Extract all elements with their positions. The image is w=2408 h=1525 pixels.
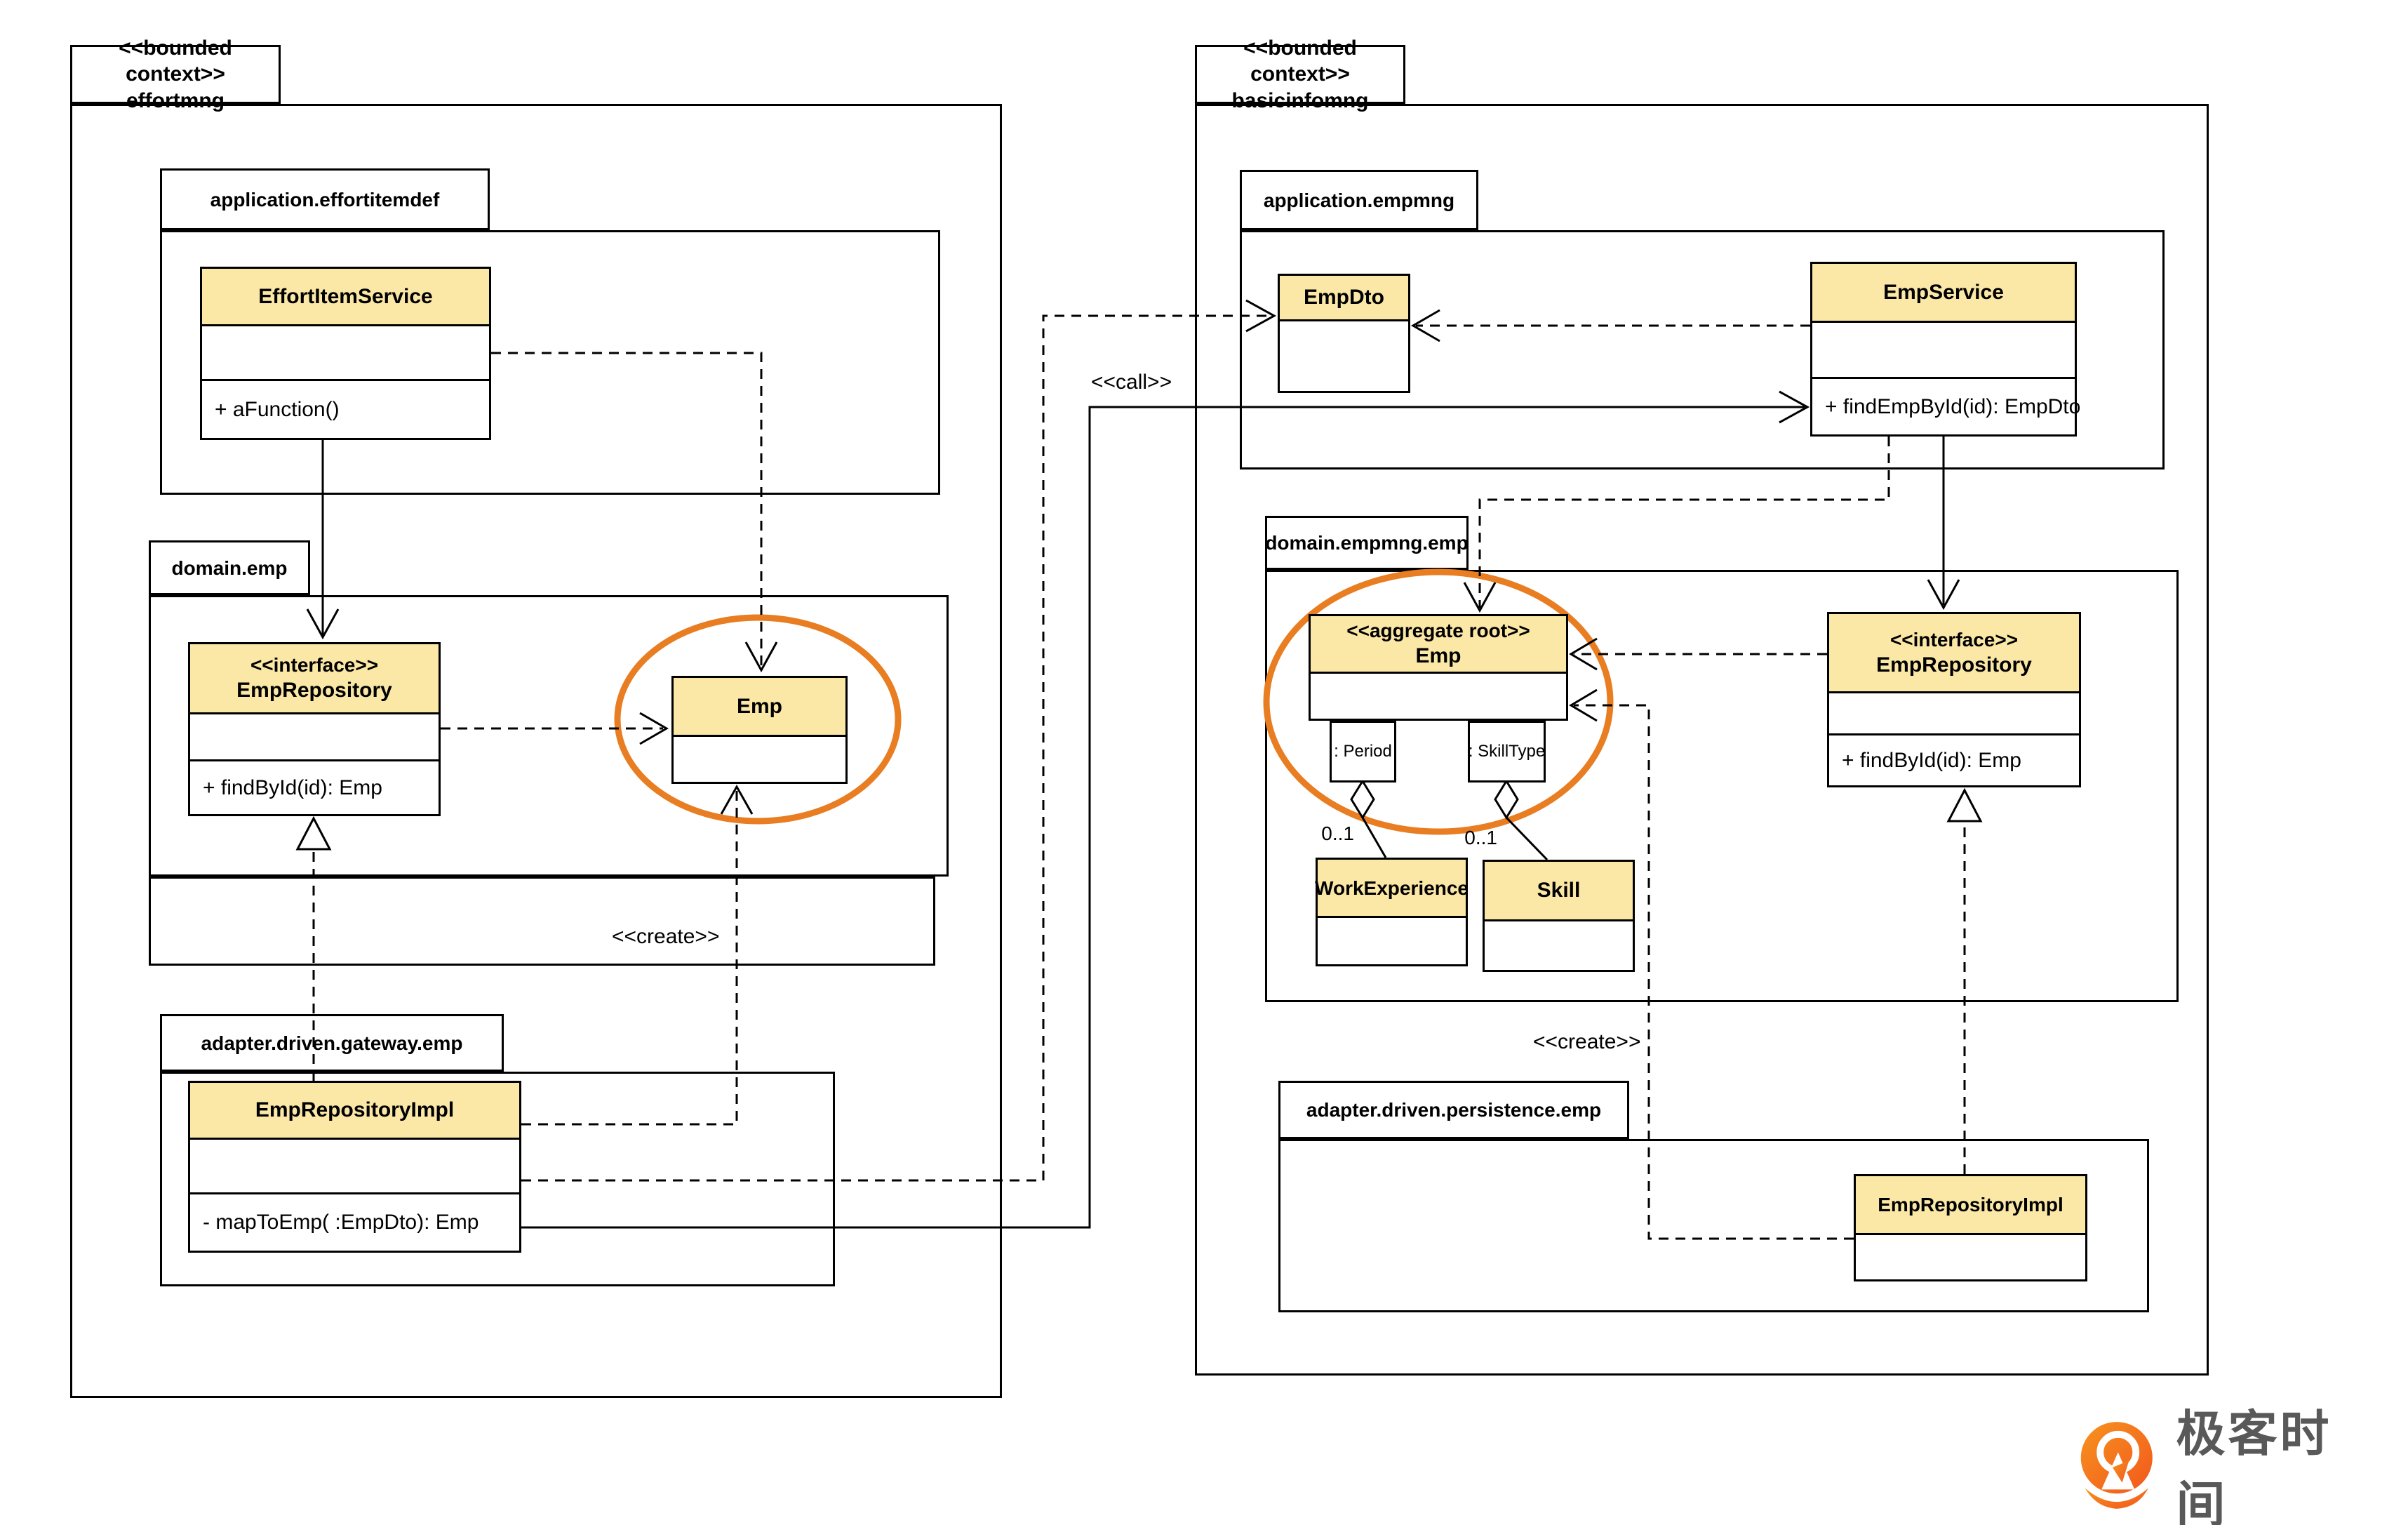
package-application-empmng-tab: application.empmng bbox=[1240, 170, 1478, 230]
class-name: EmpRepository bbox=[236, 679, 392, 702]
method: + findById(id): Emp bbox=[1829, 733, 2079, 785]
attributes-compartment bbox=[1856, 1235, 2085, 1279]
arrow-emprepositoryimpl-to-emp-create-right bbox=[1569, 688, 1854, 1240]
attributes-compartment bbox=[1311, 674, 1566, 719]
package-label: domain.empmng.emp bbox=[1265, 532, 1469, 554]
part-skilltype: : SkillType bbox=[1468, 721, 1546, 783]
class-name: EffortItemService bbox=[258, 284, 433, 308]
method: + findEmpById(id): EmpDto bbox=[1812, 377, 2080, 434]
geekbang-logo-icon bbox=[2080, 1422, 2153, 1509]
realization-emprepositoryimpl-to-emprepository-left bbox=[295, 815, 332, 1081]
class-emp-aggregate-root: <<aggregate root>> Emp bbox=[1309, 614, 1568, 721]
package-application-effortitemdef-tab: application.effortitemdef bbox=[160, 168, 490, 230]
class-effortitemservice: EffortItemService + aFunction() bbox=[200, 267, 491, 440]
bounded-context-effortmng-tab: <<bounded context>> effortmng bbox=[70, 36, 281, 112]
class-empdto: EmpDto bbox=[1278, 274, 1410, 393]
highlight-ellipse-emp-left bbox=[614, 614, 902, 825]
class-stereotype: <<aggregate root>> bbox=[1346, 620, 1530, 642]
attributes-compartment bbox=[1812, 323, 2075, 377]
arrow-empservice-to-emp-aggregate-dashed bbox=[1463, 437, 1890, 613]
attributes-compartment bbox=[674, 737, 845, 782]
package-application-empmng-body bbox=[1240, 230, 2165, 470]
arrow-empservice-to-emprepository-right bbox=[1927, 437, 1960, 611]
class-name: EmpRepositoryImpl bbox=[1878, 1194, 2063, 1216]
package-adapter-driven-gateway-emp-tab: adapter.driven.gateway.emp bbox=[160, 1014, 504, 1072]
class-name: Emp bbox=[736, 694, 782, 718]
arrow-emprepository-to-emp-dashed bbox=[441, 712, 669, 745]
class-emprepository-right: <<interface>> EmpRepository + findById(i… bbox=[1827, 612, 2081, 787]
attributes-compartment bbox=[1318, 918, 1466, 964]
bounded-context-stereotype: <<bounded context>> bbox=[1243, 36, 1357, 86]
arrow-emprepository-to-emp-aggregate-dashed bbox=[1569, 637, 1827, 671]
class-name: Skill bbox=[1537, 879, 1581, 903]
aggregation-skilltype-to-skill bbox=[1494, 779, 1549, 861]
package-adapter-driven-persistence-emp-tab: adapter.driven.persistence.emp bbox=[1278, 1081, 1629, 1139]
arrow-emprepositoryimpl-to-empdto-dashed bbox=[521, 299, 1277, 1182]
highlight-ellipse-emp-aggregate bbox=[1263, 568, 1614, 835]
method: - mapToEmp( :EmpDto): Emp bbox=[190, 1192, 519, 1251]
bounded-context-basicinfomng-body bbox=[1195, 104, 2209, 1376]
attributes-compartment bbox=[1280, 321, 1408, 391]
class-emp-left: Emp bbox=[671, 676, 848, 784]
arrow-effortitemservice-to-emprepository bbox=[306, 440, 340, 640]
multiplicity-workexperience: 0..1 bbox=[1321, 823, 1354, 844]
method: + findById(id): Emp bbox=[190, 759, 439, 814]
package-label: adapter.driven.gateway.emp bbox=[201, 1032, 463, 1054]
realization-emprepositoryimpl-to-emprepository-right bbox=[1946, 787, 1983, 1174]
class-emprepository-left: <<interface>> EmpRepository + findById(i… bbox=[188, 642, 441, 816]
attributes-compartment bbox=[190, 714, 439, 759]
bounded-context-basicinfomng-tab: <<bounded context>> basicinfomng bbox=[1195, 36, 1405, 112]
attributes-compartment bbox=[190, 1140, 519, 1192]
multiplicity-skill: 0..1 bbox=[1464, 827, 1497, 848]
package-domain-emp-tab: domain.emp bbox=[149, 540, 310, 595]
package-label: domain.emp bbox=[171, 557, 288, 579]
part-period: : Period bbox=[1330, 721, 1396, 783]
arrow-empservice-to-empdto-dashed bbox=[1411, 309, 1810, 342]
package-domain-emp-body bbox=[149, 595, 949, 877]
class-emprepositoryimpl-right: EmpRepositoryImpl bbox=[1854, 1174, 2087, 1281]
bounded-context-name: basicinfomng bbox=[1231, 88, 1369, 112]
class-stereotype: <<interface>> bbox=[1889, 628, 2019, 651]
class-name: EmpRepositoryImpl bbox=[255, 1098, 455, 1122]
class-stereotype: <<interface>> bbox=[250, 654, 379, 677]
package-application-effortitemdef-body bbox=[160, 230, 940, 495]
package-domain-empmng-emp-body bbox=[1265, 570, 2179, 1002]
label-create-right: <<create>> bbox=[1533, 1030, 1641, 1053]
logo-swoosh bbox=[2085, 1488, 2148, 1509]
package-domain-emp-lower-band bbox=[149, 877, 935, 966]
logo-needle-tip bbox=[2112, 1460, 2129, 1483]
attributes-compartment bbox=[1829, 693, 2079, 733]
package-adapter-driven-gateway-emp-body bbox=[160, 1072, 835, 1286]
class-workexperience: WorkExperience bbox=[1315, 858, 1469, 966]
geekbang-logo-text: 极客时间 bbox=[2176, 1406, 2332, 1525]
label-create-left: <<create>> bbox=[612, 925, 720, 948]
aggregation-period-to-workexperience bbox=[1350, 779, 1387, 858]
attributes-compartment bbox=[1485, 921, 1633, 970]
bounded-context-stereotype: <<bounded context>> bbox=[119, 36, 232, 86]
class-empservice: EmpService + findEmpById(id): EmpDto bbox=[1810, 262, 2080, 437]
package-adapter-driven-persistence-emp-body bbox=[1278, 1139, 2149, 1312]
class-skill: Skill bbox=[1483, 860, 1635, 972]
geekbang-logo: 极客时间 bbox=[2071, 1406, 2380, 1525]
bounded-context-effortmng-body bbox=[70, 104, 1002, 1398]
method: + aFunction() bbox=[202, 379, 489, 438]
package-domain-empmng-emp-tab: domain.empmng.emp bbox=[1265, 516, 1469, 570]
arrow-emprepositoryimpl-to-emp-create-left bbox=[521, 784, 754, 1126]
bounded-context-name: effortmng bbox=[126, 88, 225, 112]
attributes-compartment bbox=[202, 326, 489, 379]
class-name: EmpRepository bbox=[1876, 653, 2032, 677]
arrow-call-emprepositoryimpl-to-empservice bbox=[521, 390, 1810, 1229]
arrow-effortitemservice-to-emp-dashed bbox=[491, 352, 778, 673]
class-name: EmpService bbox=[1883, 280, 2004, 304]
package-label: adapter.driven.persistence.emp bbox=[1306, 1099, 1602, 1121]
class-emprepositoryimpl-left: EmpRepositoryImpl - mapToEmp( :EmpDto): … bbox=[188, 1081, 521, 1253]
class-name: WorkExperience bbox=[1315, 877, 1469, 899]
class-name: EmpDto bbox=[1304, 286, 1384, 309]
package-label: application.effortitemdef bbox=[210, 188, 440, 211]
label-call: <<call>> bbox=[1091, 371, 1172, 394]
package-label: application.empmng bbox=[1263, 189, 1455, 211]
class-name: Emp bbox=[1415, 644, 1461, 668]
